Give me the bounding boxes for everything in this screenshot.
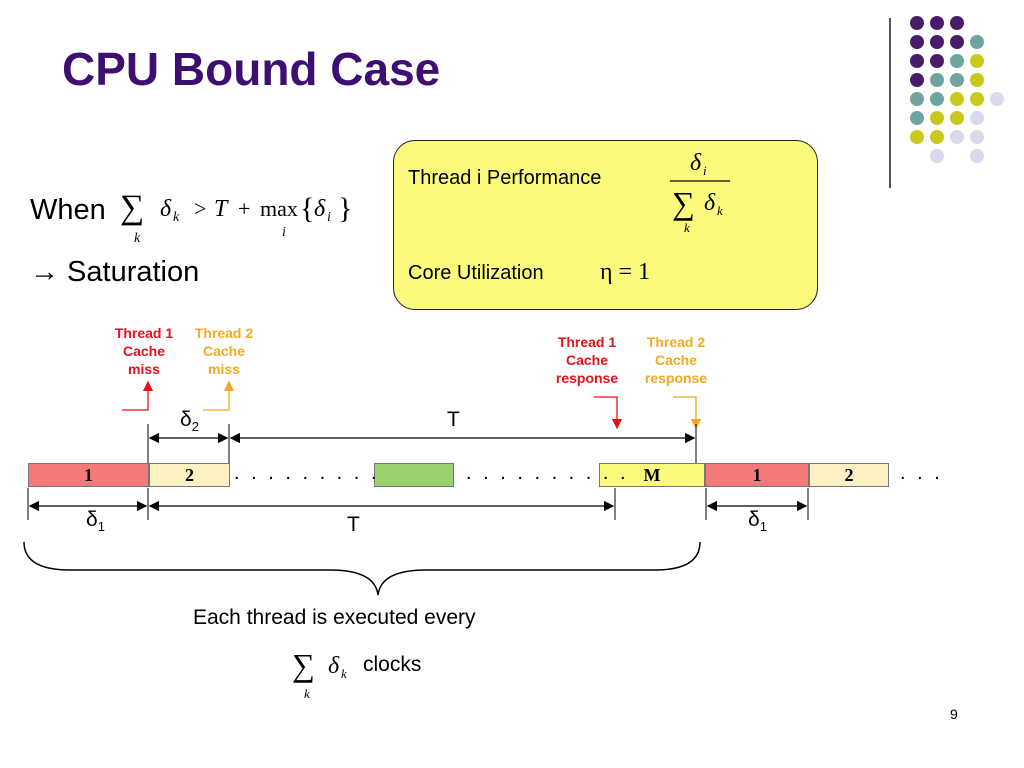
decorative-dot [950,92,964,106]
performance-info-box [393,140,818,310]
decorative-dot [970,149,984,163]
saturation-text: → Saturation [30,256,200,288]
segment-memory: M [599,463,705,487]
thread2-cache-response-label: Thread 2 Cache response [644,334,708,386]
svg-text:∑: ∑ [672,185,695,221]
each-thread-text: Each thread is executed every [193,606,476,629]
svg-text:i: i [703,163,707,178]
thread1-cache-miss-label: Thread 1 Cache miss [114,325,174,377]
timeline-arrows [23,380,809,596]
svg-text:>: > [194,196,206,221]
decorative-dot [970,111,984,125]
decorative-dot [930,111,944,125]
decorative-dot [950,111,964,125]
decorative-dot [910,54,924,68]
decorative-dot [970,35,984,49]
segment-thread1-repeat: 1 [705,463,809,487]
decorative-dot [950,54,964,68]
decorative-dot [950,35,964,49]
svg-text:k: k [341,666,347,681]
saturation-inequality: ∑ k δ k > T + max i { δ i } [120,189,352,246]
thread2-response-arrow [673,396,702,430]
delta2-label: δ2 [180,408,199,435]
decorative-dot [910,130,924,144]
svg-text:δ: δ [704,190,716,216]
thread1-cache-response-label: Thread 1 Cache response [555,334,619,386]
decorative-dot [970,73,984,87]
ellipsis-end: . . . [900,462,943,484]
decorative-dot [930,16,944,30]
decorative-dot [970,92,984,106]
decorative-dot [910,111,924,125]
core-utilization-formula: η = 1 [600,259,651,285]
thread1-response-arrow [594,396,623,430]
decorative-dot [970,130,984,144]
t-top-label: T [447,408,460,431]
svg-text:δ: δ [314,196,326,222]
svg-text:T: T [214,196,229,222]
period-brace [23,541,701,596]
when-condition: When [30,194,106,227]
segment-thread2-repeat: 2 [809,463,889,487]
when-word: When [30,194,106,226]
svg-text:k: k [717,203,723,218]
thread1-miss-arrow [122,380,154,411]
svg-text:δ: δ [328,653,340,679]
page-number: 9 [950,706,958,722]
svg-text:∑: ∑ [120,189,144,226]
svg-text:∑: ∑ [292,647,315,683]
ellipsis-left: . . . . . . . . . [234,462,380,484]
svg-text:k: k [173,210,180,225]
decorative-dot [930,35,944,49]
divider-line [889,18,891,188]
segment-thread2: 2 [149,463,230,487]
decorative-dot [910,73,924,87]
svg-text:}: } [338,192,352,225]
sum-delta-formula: ∑ k δ k [292,647,347,701]
thread2-miss-arrow [203,380,235,411]
decorative-dot [910,92,924,106]
svg-text:k: k [304,686,310,701]
decorative-dot [990,92,1004,106]
svg-text:k: k [134,231,141,246]
svg-text:k: k [684,220,690,235]
t-bottom-label: T [347,513,360,536]
thread2-cache-miss-label: Thread 2 Cache miss [194,325,254,377]
segment-other-thread [374,463,454,487]
svg-text:{: { [300,192,314,225]
svg-text:δ: δ [160,196,172,222]
core-utilization-label: Core Utilization [408,262,544,284]
decorative-dot [970,54,984,68]
delta1-label: δ1 [86,508,105,535]
decorative-dot [930,73,944,87]
decorative-dot [910,35,924,49]
decorative-dot [930,54,944,68]
clocks-text: clocks [363,653,422,676]
thread-performance-label: Thread i Performance [408,167,602,189]
decorative-dot [930,149,944,163]
decorative-dot [950,16,964,30]
segment-thread1: 1 [28,463,149,487]
slide-title: CPU Bound Case [62,43,441,95]
svg-text:δ: δ [690,150,702,176]
svg-text:i: i [282,225,286,240]
svg-text:max: max [260,196,298,221]
decorative-dot [930,130,944,144]
thread-performance-formula: δ i ∑ k δ k [670,150,730,235]
decorative-dot [930,92,944,106]
ellipsis-right: . . . . . . . . . . [466,462,629,484]
svg-text:+: + [238,196,250,221]
svg-text:i: i [327,210,331,225]
decorative-dot [950,73,964,87]
delta1-second-label: δ1 [748,508,767,535]
decorative-dot [910,16,924,30]
decorative-dot [950,130,964,144]
